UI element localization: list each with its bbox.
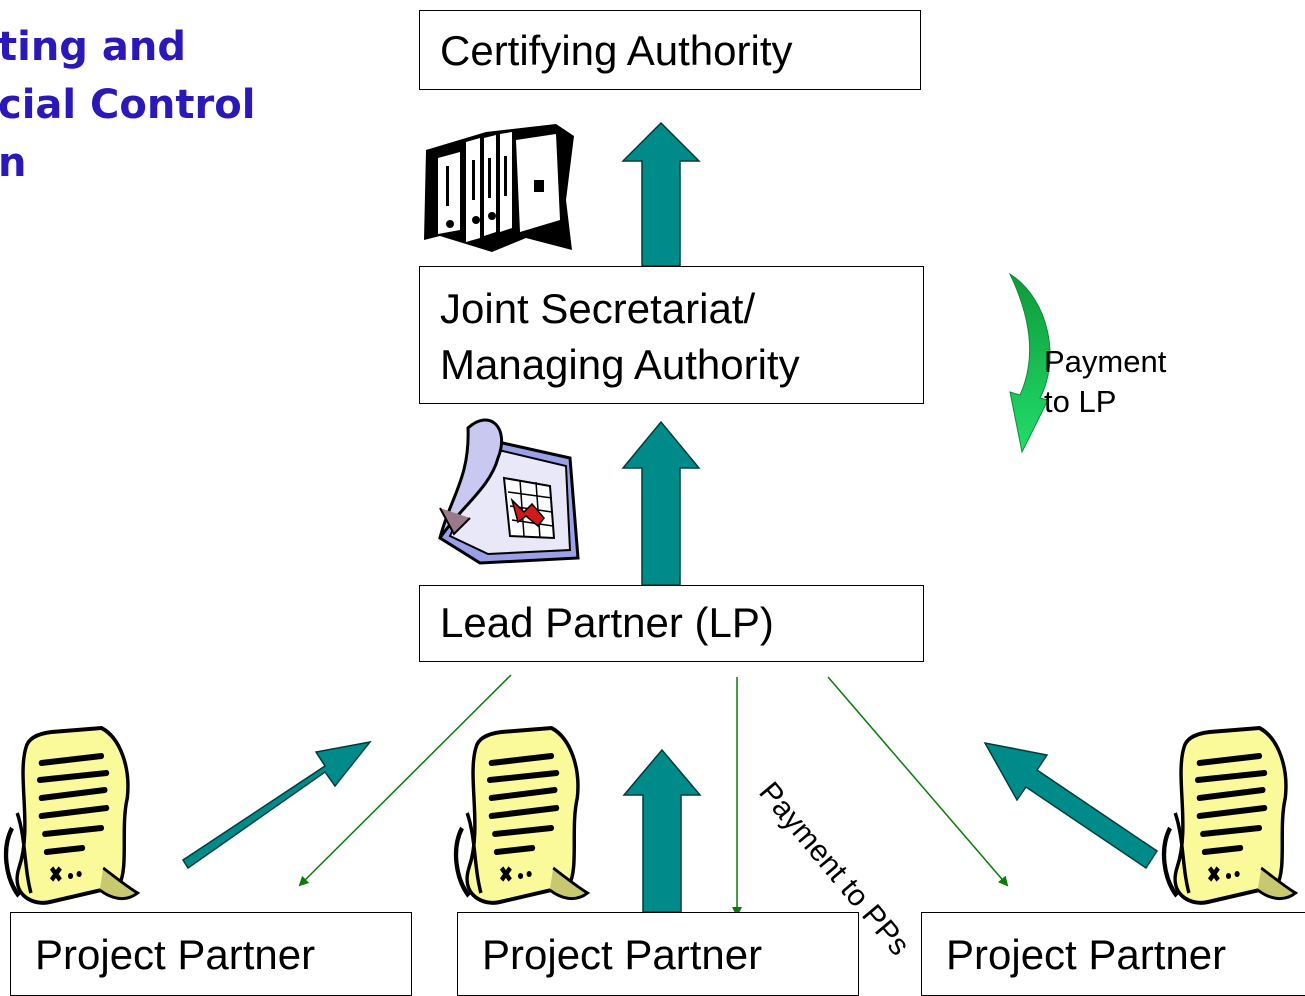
binders-icon <box>424 124 574 252</box>
arrow-lead-to-joint <box>621 420 701 586</box>
title-line-1: ting and <box>0 24 186 70</box>
title-line-2: cial Control <box>0 82 256 128</box>
receipt-icon-left <box>6 728 138 903</box>
title-line-3: n <box>0 140 27 186</box>
joint-secretariat-box: Joint Secretariat/ Managing Authority <box>419 266 924 404</box>
receipt-icon-center <box>456 728 588 903</box>
payment-to-lp-line2: to LP <box>1044 384 1117 419</box>
report-document-icon <box>438 418 580 565</box>
project-partner-box-left: Project Partner <box>10 912 412 996</box>
lead-partner-box: Lead Partner (LP) <box>419 585 924 662</box>
arrow-joint-to-certifying <box>621 121 701 267</box>
payment-to-lp-curve-arrow <box>1008 272 1051 454</box>
receipt-icon-right <box>1164 728 1296 903</box>
project-partner-label-left: Project Partner <box>35 931 316 978</box>
payment-to-lp-label: Payment to LP <box>1044 342 1166 422</box>
report-arrows <box>181 121 1159 913</box>
project-partner-box-center: Project Partner <box>457 912 859 996</box>
payment-arrows <box>298 674 1009 917</box>
arrow-ppright-to-lead <box>983 741 1159 870</box>
lead-partner-label: Lead Partner (LP) <box>440 599 774 646</box>
project-partner-label-center: Project Partner <box>482 931 763 978</box>
payment-to-lp-line1: Payment <box>1044 344 1167 379</box>
certifying-authority-label: Certifying Authority <box>440 27 793 74</box>
project-partner-label-right: Project Partner <box>946 931 1227 978</box>
arrow-ppleft-to-lead <box>181 740 372 870</box>
slide-title: ting and cial Control n <box>0 18 257 192</box>
joint-secretariat-label: Joint Secretariat/ <box>440 285 756 332</box>
managing-authority-label: Managing Authority <box>440 341 800 388</box>
certifying-authority-box: Certifying Authority <box>419 10 921 90</box>
project-partner-box-right: Project Partner <box>921 912 1305 996</box>
payment-arrow-right <box>827 676 1009 887</box>
arrow-ppcenter-to-lead <box>622 748 702 913</box>
payment-arrow-left <box>298 674 512 887</box>
